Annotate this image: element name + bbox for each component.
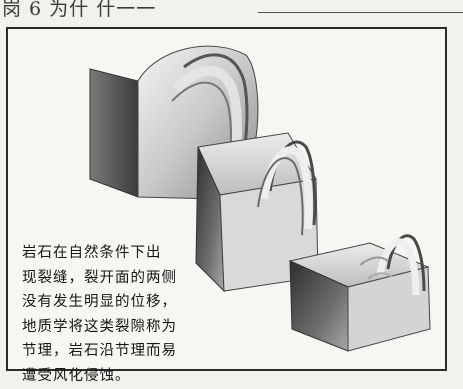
caption-line: 节理，岩石沿节理而易: [22, 343, 177, 360]
figure-frame: 岩石在自然条件下出 现裂缝，裂开面的两侧 没有发生明显的位移， 地质学将这类裂隙…: [6, 27, 447, 384]
caption-line: 岩石在自然条件下出: [22, 245, 162, 261]
rock-block-2: [195, 132, 319, 293]
rock-block-3: [288, 234, 431, 352]
header-rule: [258, 12, 463, 13]
figure-caption: 岩石在自然条件下出 现裂缝，裂开面的两侧 没有发生明显的位移， 地质学将这类裂隙…: [22, 241, 217, 389]
caption-line: 现裂缝，裂开面的两侧: [22, 269, 177, 286]
caption-line: 没有发生明显的位移，: [22, 294, 177, 311]
caption-line: 地质学将这类裂隙称为: [22, 318, 177, 335]
rock-joint-illustration: [89, 45, 431, 352]
caption-line: 遭受风化侵蚀。: [22, 367, 131, 384]
header-text: 岗 6 为什 什一一: [2, 0, 157, 20]
